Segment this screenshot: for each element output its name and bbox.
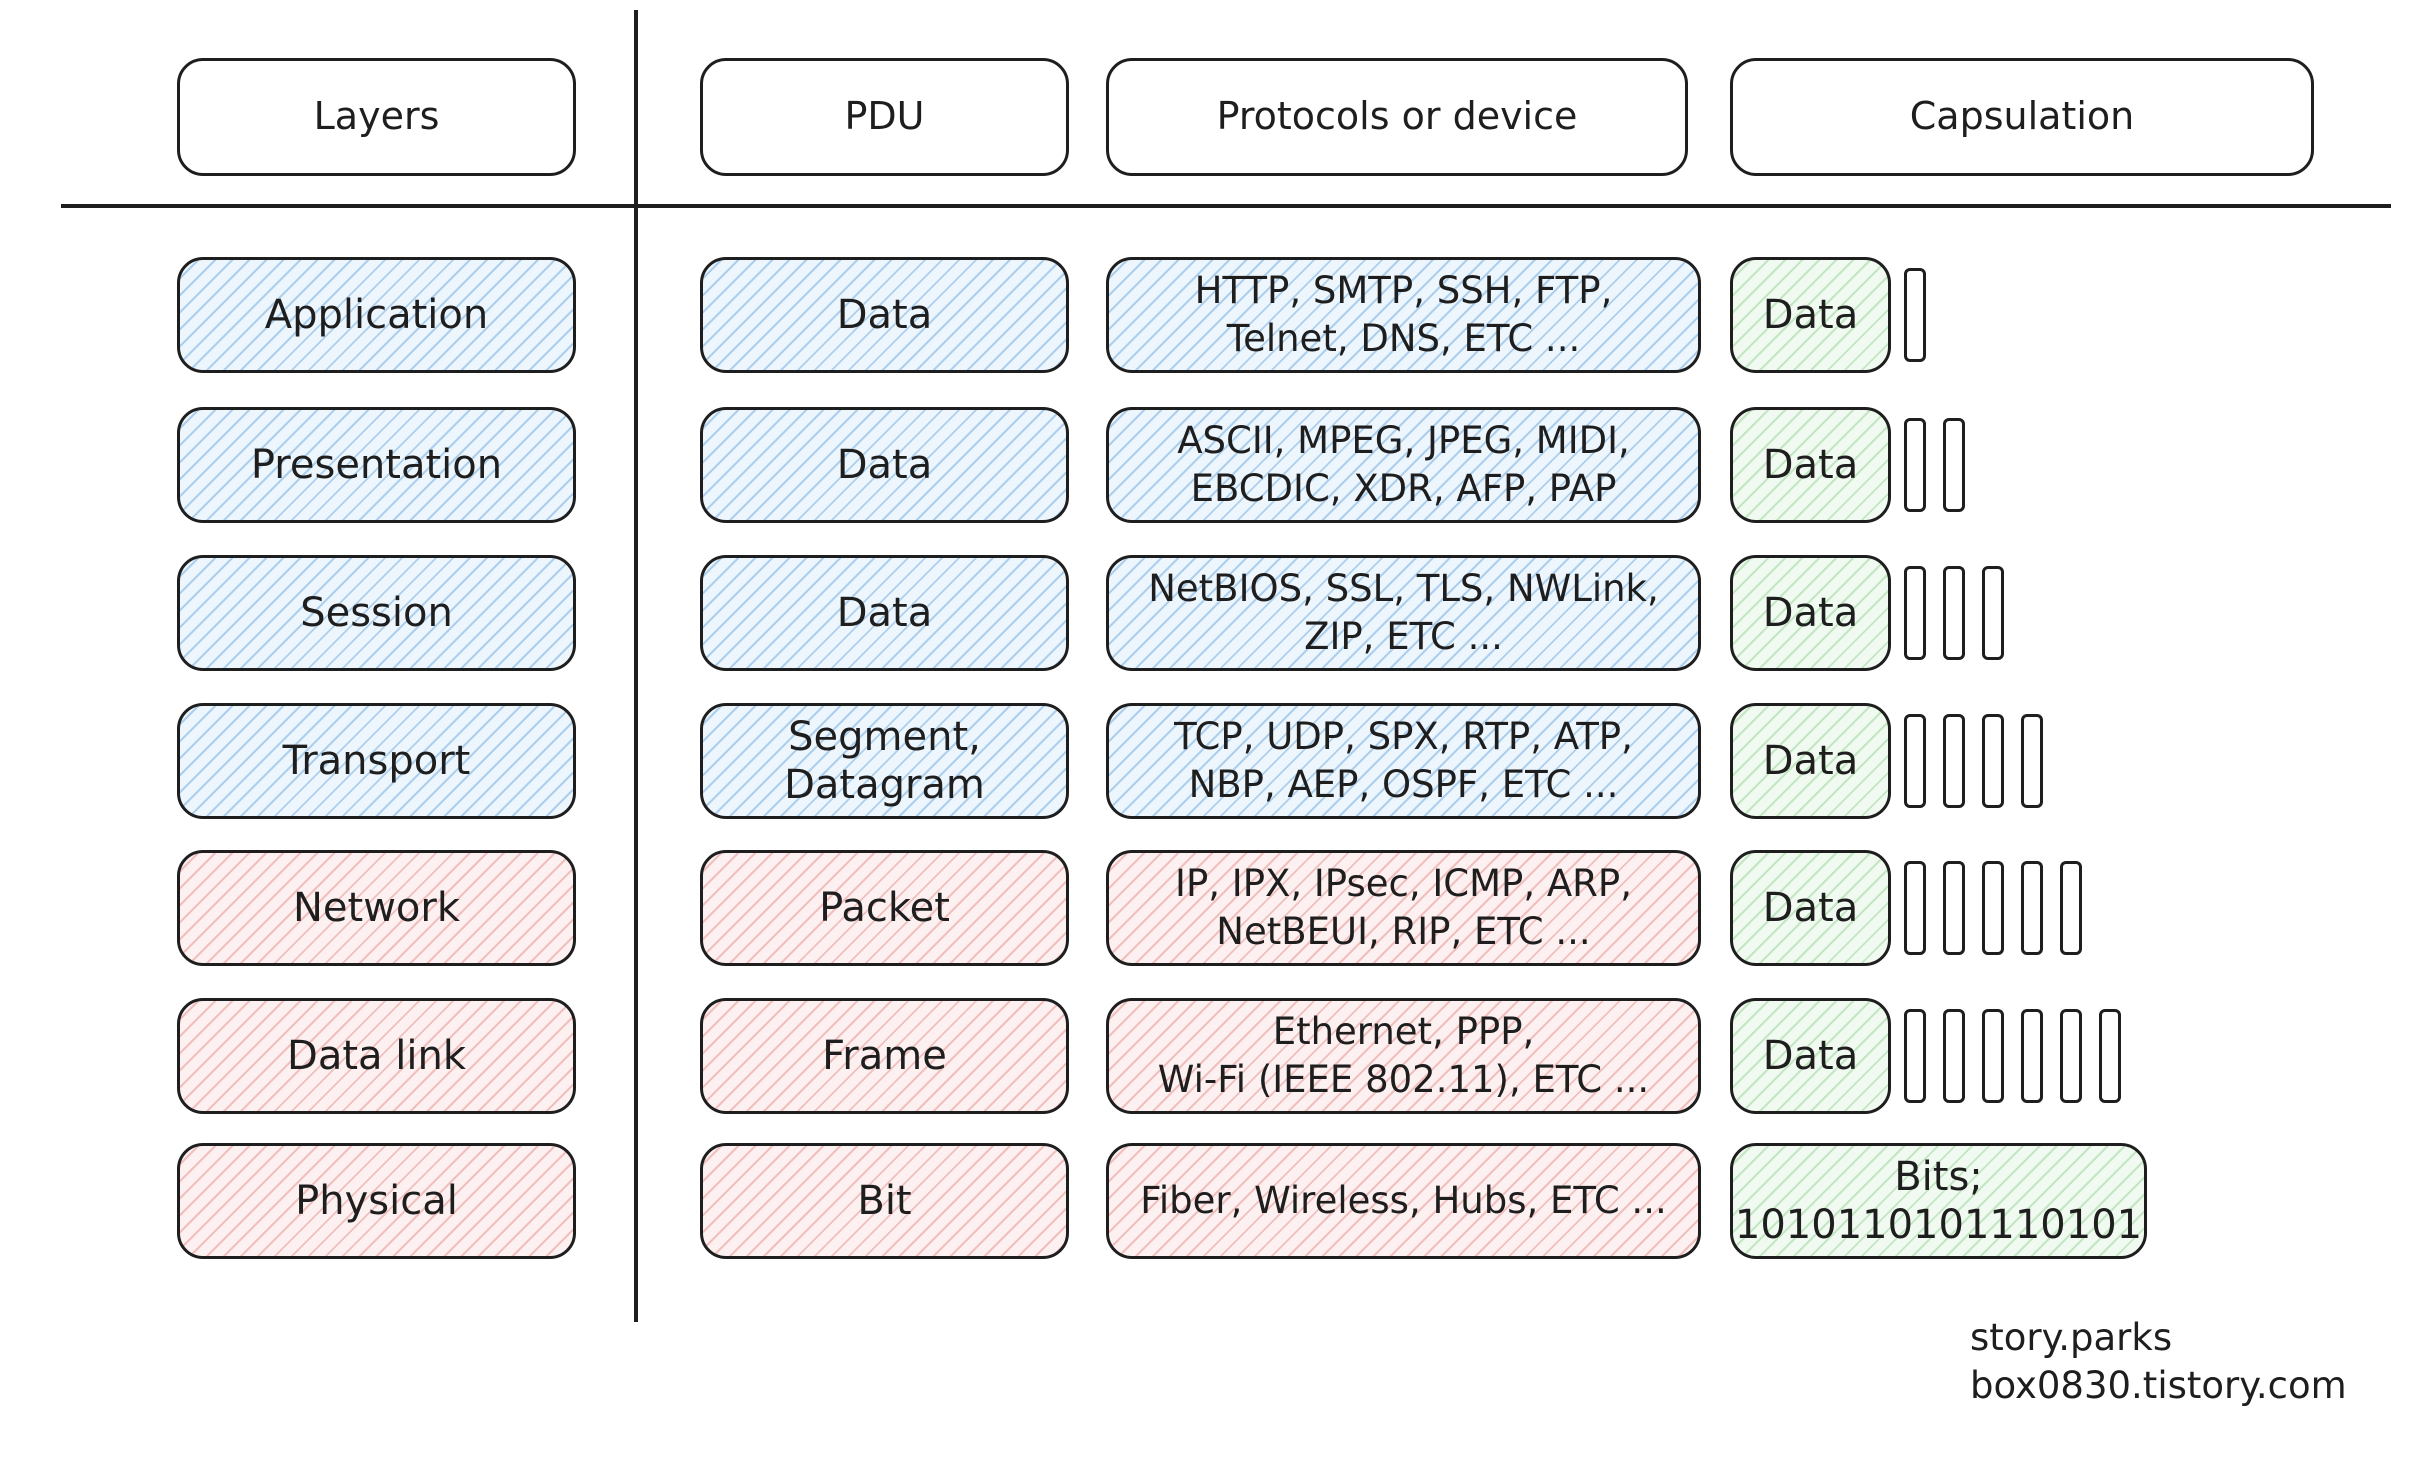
protocols-5: Ethernet, PPP, Wi-Fi (IEEE 802.11), ETC .… [1106, 998, 1701, 1114]
protocol-line: Ethernet, PPP, [1272, 1009, 1535, 1053]
header-capsulation: Capsulation [1730, 58, 2314, 176]
encapsulation-header-bar [1982, 1009, 2004, 1103]
encapsulation-header-bar [2060, 1009, 2082, 1103]
data-capsule-2: Data [1730, 555, 1891, 671]
protocol-line: ZIP, ETC ... [1304, 615, 1503, 658]
credit-name: story.parks [1970, 1316, 2173, 1359]
protocols-0: HTTP, SMTP, SSH, FTP, Telnet, DNS, ETC ..… [1106, 257, 1701, 373]
protocol-line: NetBIOS, SSL, TLS, NWLink, [1148, 566, 1659, 610]
encapsulation-header-bar [1904, 268, 1926, 362]
protocol-line: NBP, AEP, OSPF, ETC ... [1188, 763, 1619, 806]
encapsulation-header-bar [1943, 714, 1965, 808]
encapsulation-header-bar [1943, 1009, 1965, 1103]
data-capsule-4: Data [1730, 850, 1891, 966]
encapsulation-header-bar [2060, 861, 2082, 955]
bits-capsule: Bits; 1010110101110101 [1730, 1143, 2147, 1259]
data-capsule-0: Data [1730, 257, 1891, 373]
protocol-line: NetBEUI, RIP, ETC ... [1216, 910, 1591, 953]
column-divider-line [634, 10, 638, 1322]
credit-url: box0830.tistory.com [1970, 1364, 2347, 1408]
protocols-3: TCP, UDP, SPX, RTP, ATP, NBP, AEP, OSPF, … [1106, 703, 1701, 819]
encapsulation-header-bar [1904, 1009, 1926, 1103]
header-layers: Layers [177, 58, 576, 176]
pdu-6: Bit [700, 1143, 1069, 1259]
pdu-3: Segment,Datagram [700, 703, 1069, 819]
protocol-line: Wi-Fi (IEEE 802.11), ETC ... [1157, 1058, 1650, 1101]
header-pdu: PDU [700, 58, 1069, 176]
pdu-label-line: Datagram [784, 762, 985, 808]
pdu-1: Data [700, 407, 1069, 523]
encapsulation-header-bar [1904, 714, 1926, 808]
encapsulation-header-bar [1904, 418, 1926, 512]
encapsulation-header-bar [2099, 1009, 2121, 1103]
protocols-4: IP, IPX, IPsec, ICMP, ARP, NetBEUI, RIP, … [1106, 850, 1701, 966]
encapsulation-header-bar [2021, 1009, 2043, 1103]
layer-0: Application [177, 257, 576, 373]
encapsulation-header-bar [2021, 861, 2043, 955]
encapsulation-header-bar [1982, 566, 2004, 660]
protocol-line: ASCII, MPEG, JPEG, MIDI, [1177, 418, 1630, 462]
pdu-0: Data [700, 257, 1069, 373]
encapsulation-header-bar [1982, 861, 2004, 955]
layer-4: Network [177, 850, 576, 966]
layer-5: Data link [177, 998, 576, 1114]
protocols-2: NetBIOS, SSL, TLS, NWLink, ZIP, ETC ... [1106, 555, 1701, 671]
layer-1: Presentation [177, 407, 576, 523]
protocols-6: Fiber, Wireless, Hubs, ETC ... [1106, 1143, 1701, 1259]
pdu-label-line: Segment, [788, 714, 981, 760]
encapsulation-header-bar [1943, 418, 1965, 512]
layer-6: Physical [177, 1143, 576, 1259]
layer-3: Transport [177, 703, 576, 819]
protocol-line: IP, IPX, IPsec, ICMP, ARP, [1175, 861, 1632, 905]
encapsulation-header-bar [2021, 714, 2043, 808]
encapsulation-header-bar [1904, 566, 1926, 660]
protocol-line: TCP, UDP, SPX, RTP, ATP, [1174, 714, 1633, 758]
data-capsule-5: Data [1730, 998, 1891, 1114]
credit: story.parks box0830.tistory.com [1970, 1314, 2347, 1410]
pdu-2: Data [700, 555, 1069, 671]
header-divider-line [61, 204, 2391, 208]
protocol-line: EBCDIC, XDR, AFP, PAP [1190, 467, 1617, 510]
data-capsule-1: Data [1730, 407, 1891, 523]
protocol-line: HTTP, SMTP, SSH, FTP, [1194, 268, 1613, 312]
protocol-line: Fiber, Wireless, Hubs, ETC ... [1140, 1178, 1667, 1222]
protocols-1: ASCII, MPEG, JPEG, MIDI, EBCDIC, XDR, AFP… [1106, 407, 1701, 523]
header-protocols: Protocols or device [1106, 58, 1688, 176]
data-capsule-3: Data [1730, 703, 1891, 819]
encapsulation-header-bar [1904, 861, 1926, 955]
layer-2: Session [177, 555, 576, 671]
pdu-4: Packet [700, 850, 1069, 966]
encapsulation-header-bar [1943, 566, 1965, 660]
encapsulation-header-bar [1943, 861, 1965, 955]
pdu-5: Frame [700, 998, 1069, 1114]
encapsulation-header-bar [1982, 714, 2004, 808]
protocol-line: Telnet, DNS, ETC ... [1226, 317, 1581, 360]
